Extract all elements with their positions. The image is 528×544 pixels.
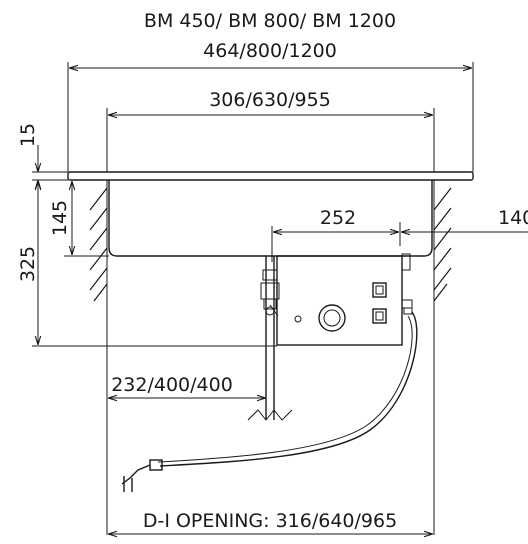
inner-width-dimension: 306/630/955 xyxy=(106,89,435,172)
basin-body xyxy=(108,180,433,257)
indicator-light xyxy=(294,315,302,323)
basin-depth-label: 145 xyxy=(49,200,71,236)
right-counter-wall xyxy=(433,180,452,535)
drain-pipe xyxy=(247,256,293,421)
power-cable xyxy=(157,311,418,467)
cutout-opening-dimension: D-I OPENING: 316/640/965 xyxy=(109,510,432,534)
inner-width-label: 306/630/955 xyxy=(209,89,331,111)
power-plug xyxy=(121,459,163,492)
control-box-width-label: 252 xyxy=(320,207,356,229)
right-offset-dimension: 140 xyxy=(402,207,528,232)
switch-top xyxy=(372,282,387,298)
total-depth-label: 325 xyxy=(17,246,39,282)
total-depth-dimension: 325 xyxy=(17,182,277,347)
rim-thickness-dimension: 15 xyxy=(17,123,68,205)
right-offset-label: 140 xyxy=(498,207,528,229)
drain-offset-label: 232/400/400 xyxy=(111,374,233,396)
control-box xyxy=(276,253,413,346)
thermostat-knob xyxy=(318,304,346,332)
basin-depth-dimension: 145 xyxy=(49,182,109,257)
switch-bottom xyxy=(372,308,387,324)
basin-rim xyxy=(67,171,474,181)
overall-width-label: 464/800/1200 xyxy=(203,40,337,62)
rim-thickness-label: 15 xyxy=(17,123,39,147)
control-box-width-dimension: 252 xyxy=(271,207,401,262)
cutout-opening-label: D-I OPENING: 316/640/965 xyxy=(143,510,397,532)
overall-width-dimension: 464/800/1200 xyxy=(67,40,474,172)
drain-offset-dimension: 232/400/400 xyxy=(109,374,265,398)
drawing-title: BM 450/ BM 800/ BM 1200 xyxy=(144,10,396,32)
left-counter-wall xyxy=(89,180,108,535)
